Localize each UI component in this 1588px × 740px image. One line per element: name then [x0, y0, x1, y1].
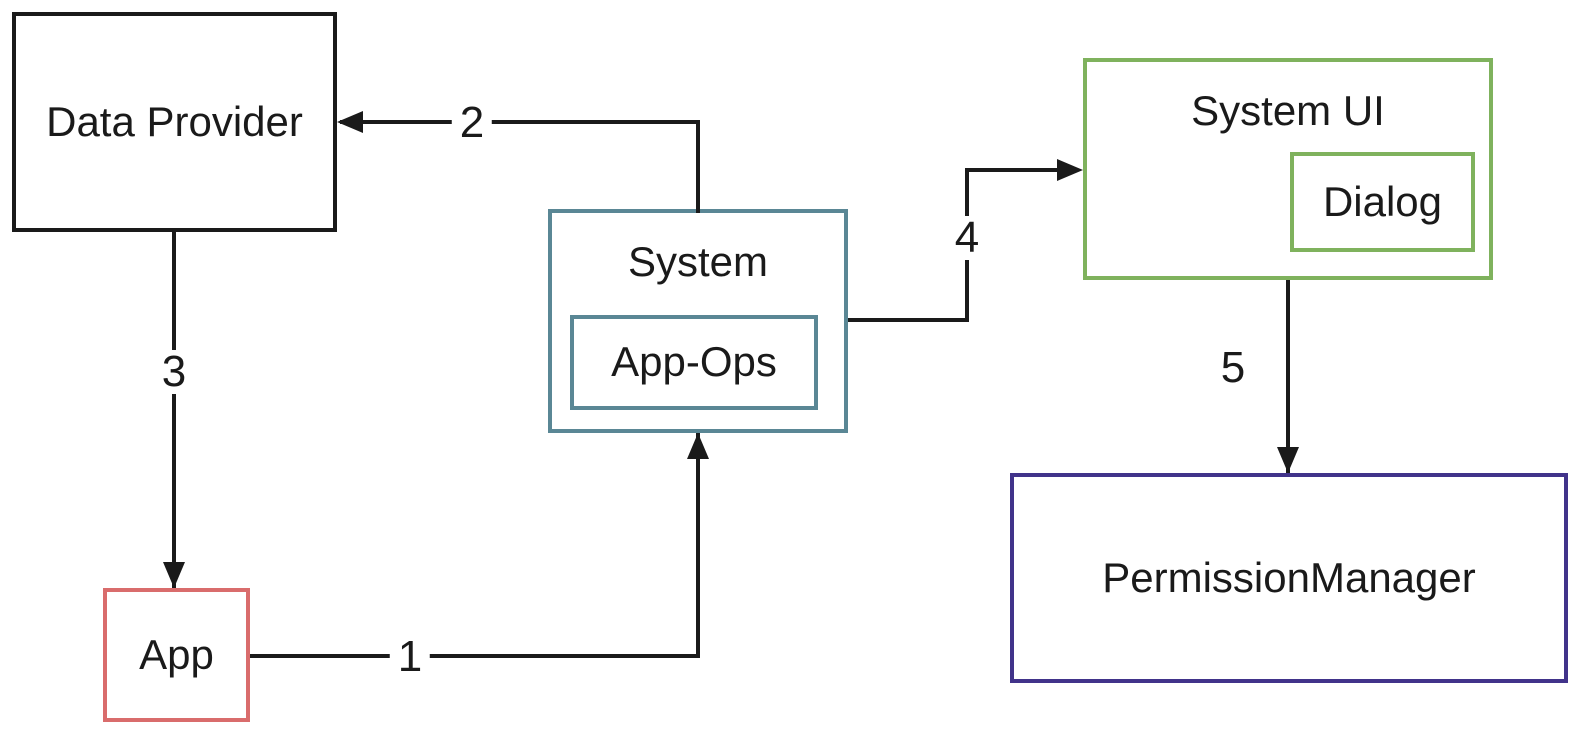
edge-4-label: 4: [946, 216, 988, 260]
edge-3-line-vertical: [172, 232, 176, 588]
edge-5-arrowhead-down-icon: [1277, 447, 1299, 473]
node-data-provider: Data Provider: [12, 12, 337, 232]
node-permission-manager-label: PermissionManager: [1102, 553, 1476, 601]
node-permission-manager: PermissionManager: [1010, 473, 1568, 683]
edge-4-line-horizontal-upper: [965, 168, 1065, 172]
edge-4-line-horizontal-lower: [848, 318, 969, 322]
edge-3-label: 3: [153, 350, 195, 394]
node-system-ui-label: System UI: [1191, 87, 1385, 134]
edge-2-line-vertical: [696, 120, 700, 213]
edge-1-label: 1: [389, 635, 431, 679]
edge-2-label: 2: [451, 101, 493, 145]
edge-1-arrowhead-up-icon: [687, 433, 709, 459]
edge-2-line-horizontal: [340, 120, 700, 124]
node-app-ops: App-Ops: [570, 315, 818, 410]
node-data-provider-label: Data Provider: [46, 97, 303, 145]
node-app-ops-label: App-Ops: [611, 338, 777, 386]
edge-1-line-vertical: [696, 433, 700, 658]
node-system-label: System: [627, 238, 769, 285]
node-app-label: App: [139, 630, 214, 678]
edge-1-line-horizontal: [250, 654, 700, 658]
edge-2-arrowhead-left-icon: [337, 111, 363, 133]
edge-5-line-vertical: [1286, 280, 1290, 473]
node-dialog-label: Dialog: [1322, 177, 1443, 225]
edge-5-label: 5: [1216, 346, 1250, 390]
node-app: App: [103, 588, 250, 722]
node-dialog: Dialog: [1290, 152, 1475, 252]
edge-3-arrowhead-down-icon: [163, 562, 185, 588]
edge-4-arrowhead-right-icon: [1057, 159, 1083, 181]
